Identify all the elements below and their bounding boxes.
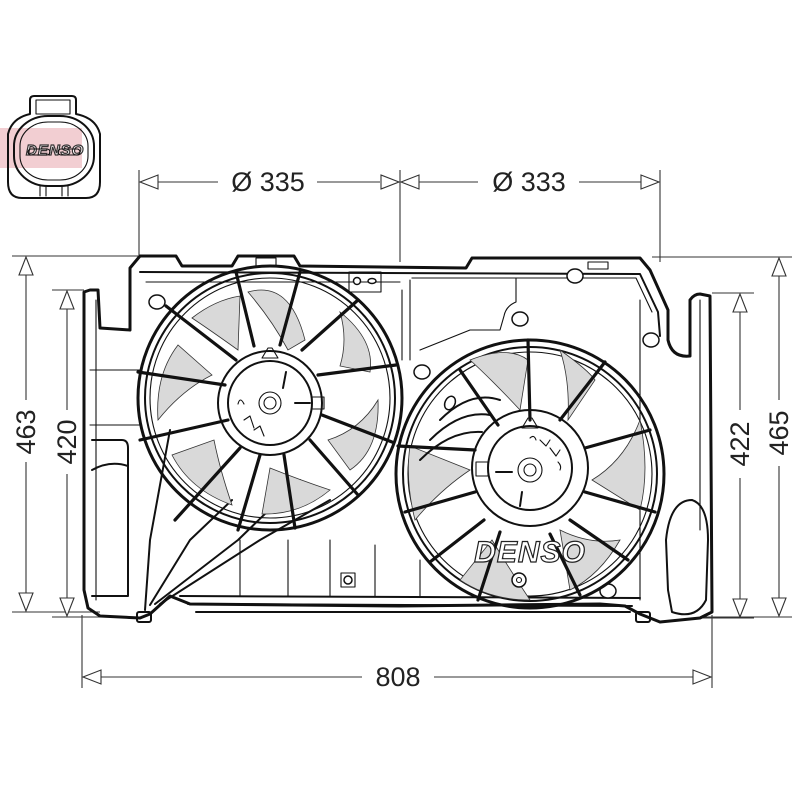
left-fan-hub-ring bbox=[217, 350, 323, 456]
right-fan: DENSO bbox=[394, 338, 666, 610]
left-fan-ring-outer bbox=[136, 264, 404, 532]
frame-bottom-ribs bbox=[239, 539, 421, 597]
dimension-left-inner-height: 420 bbox=[52, 419, 82, 464]
frame-lower-struts bbox=[144, 429, 331, 611]
mounting-foot bbox=[635, 611, 651, 623]
frame-right-pocket bbox=[665, 499, 709, 616]
connector-latch bbox=[35, 99, 71, 115]
dimension-overall-width: 808 bbox=[81, 615, 713, 692]
right-fan-spokes bbox=[396, 338, 657, 602]
left-fan-motor-lug bbox=[261, 347, 279, 359]
mounting-hole bbox=[566, 268, 584, 284]
right-fan-vent-slots bbox=[529, 435, 562, 471]
left-fan-motor-marks bbox=[282, 371, 311, 404]
dimension-right-outer-height: 465 bbox=[764, 410, 794, 455]
dimension-left-fan-diameter: Ø 335 bbox=[231, 167, 305, 197]
frame-left-bracket bbox=[91, 439, 129, 471]
right-fan-ring-inner bbox=[402, 346, 658, 602]
brand-logo-denso: DENSO bbox=[474, 536, 586, 569]
right-fan-hub-ring bbox=[471, 409, 589, 527]
right-fan-guide-vanes bbox=[419, 396, 501, 461]
mounting-foot bbox=[136, 611, 152, 623]
left-fan-shaft bbox=[258, 391, 282, 415]
dimension-left-outer-height: 463 bbox=[11, 409, 41, 454]
mounting-hole bbox=[413, 364, 431, 380]
left-fan-spokes bbox=[136, 270, 398, 532]
dimension-fan-diameters: Ø 335 Ø 333 bbox=[138, 167, 661, 262]
dimension-right-fan-diameter: Ø 333 bbox=[492, 167, 566, 197]
left-fan-blades bbox=[157, 289, 379, 515]
left-fan-vent-slots bbox=[237, 399, 265, 437]
wiring-clip bbox=[348, 271, 382, 293]
dimension-right-inner-height: 422 bbox=[725, 421, 755, 466]
mounting-hole bbox=[148, 294, 166, 310]
left-fan-motor-terminal bbox=[311, 396, 325, 410]
right-fan-motor-marks bbox=[495, 471, 523, 507]
connector-pin bbox=[27, 148, 51, 156]
dimension-right-heights: 422 465 bbox=[652, 256, 794, 619]
right-fan-bottom-boss bbox=[511, 572, 527, 588]
connector-pin bbox=[57, 148, 81, 156]
electrical-connector: DENSO bbox=[0, 95, 101, 199]
frame-square-boss bbox=[340, 572, 356, 588]
left-fan-ring-inner bbox=[144, 272, 396, 524]
right-fan-blades bbox=[407, 348, 646, 601]
right-fan-vent bbox=[443, 395, 457, 411]
frame-middle-divider bbox=[401, 279, 411, 361]
fan-shroud-frame bbox=[82, 254, 714, 624]
right-fan-motor-lug bbox=[521, 417, 539, 429]
connector-shroud bbox=[13, 115, 95, 187]
frame-top-inner bbox=[139, 271, 661, 337]
connector-inner-shroud bbox=[19, 121, 89, 181]
frame-left-inner bbox=[89, 299, 141, 601]
right-fan-shaft bbox=[517, 457, 543, 483]
right-fan-motor-terminal bbox=[475, 461, 489, 477]
dimension-overall-width-value: 808 bbox=[375, 662, 420, 692]
dimension-left-heights: 463 420 bbox=[11, 255, 140, 618]
connector-tabs bbox=[39, 185, 69, 197]
connector-outline bbox=[7, 95, 101, 199]
connector-brand-text: DENSO bbox=[26, 142, 84, 159]
mounting-hole bbox=[511, 311, 529, 327]
frame-center-bracket bbox=[411, 277, 517, 351]
right-fan-ring-outer bbox=[394, 338, 666, 610]
left-fan bbox=[136, 264, 404, 532]
frame-left-pocket bbox=[91, 462, 129, 597]
frame-outline bbox=[82, 254, 714, 624]
mounting-hole bbox=[642, 332, 660, 348]
frame-tab bbox=[587, 261, 609, 270]
right-fan-motor bbox=[487, 425, 573, 511]
